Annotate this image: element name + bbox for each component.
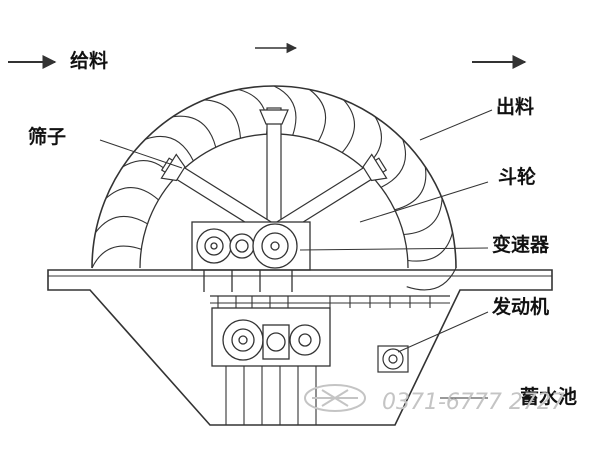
feed-label: 给料 (70, 50, 109, 72)
motor-label: 发动机 (492, 296, 550, 318)
support-legs (225, 366, 317, 425)
frame-posts (217, 296, 431, 308)
reducer-label: 变速器 (492, 234, 550, 256)
water-tank-label: 蓄水池 (520, 386, 578, 408)
watermark-logo (304, 384, 366, 412)
motor-unit (377, 345, 409, 373)
leader-lines (99, 109, 493, 399)
tank-outline (47, 269, 553, 426)
discharge-label: 出料 (496, 96, 535, 118)
reducer-gearbox (191, 221, 311, 292)
motor-gearbox (211, 307, 331, 367)
screen-label: 筛子 (28, 126, 67, 148)
bucket-wheel-label: 斗轮 (498, 166, 537, 188)
wheel-spokes (160, 107, 388, 239)
watermark-phone: 0371-6777 2727 (382, 390, 565, 415)
